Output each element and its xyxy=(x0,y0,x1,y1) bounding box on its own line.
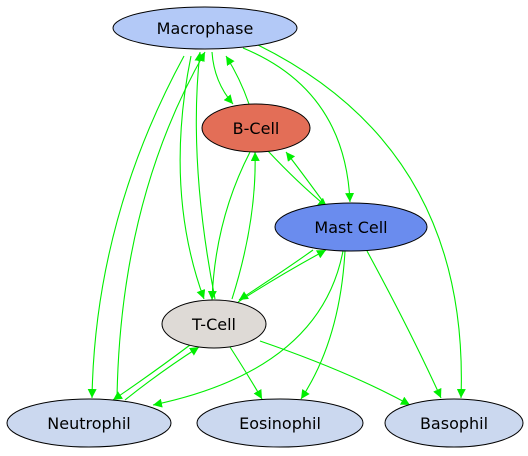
node-eosinophil-shape xyxy=(196,398,364,448)
node-basophil-label: Basophil xyxy=(420,414,488,433)
edge-mastcell-to-bcell xyxy=(285,151,328,208)
edge-neutrophil-to-tcell xyxy=(124,346,200,401)
node-eosinophil-label: Eosinophil xyxy=(239,414,321,433)
edge-tcell-to-mastcell xyxy=(237,249,327,303)
edge-macrophase-to-basophil xyxy=(257,44,466,399)
node-bcell: B-Cell xyxy=(201,103,311,153)
edge-tcell-to-macrophase xyxy=(194,51,216,300)
node-bcell-shape xyxy=(201,103,311,153)
node-basophil-shape xyxy=(384,398,524,448)
edge-mastcell-to-eosinophil xyxy=(300,250,346,400)
edge-neutrophil-to-macrophase xyxy=(116,51,206,400)
node-neutrophil: Neutrophil xyxy=(6,398,172,448)
edge-tcell-to-bcell xyxy=(231,151,260,300)
edge-bcell-to-macrophase xyxy=(225,55,250,105)
node-macrophase: Macrophase xyxy=(112,6,298,50)
node-mastcell-shape xyxy=(274,202,428,252)
edges-layer xyxy=(87,44,466,408)
node-tcell-label: T-Cell xyxy=(191,315,236,334)
node-neutrophil-shape xyxy=(6,398,172,448)
edge-macrophase-to-mastcell xyxy=(242,47,355,203)
edge-mastcell-to-tcell xyxy=(238,249,314,301)
edge-bcell-to-tcell xyxy=(207,151,251,301)
node-mastcell-label: Mast Cell xyxy=(314,218,387,237)
edge-bcell-to-mastcell xyxy=(267,150,328,208)
node-tcell-shape xyxy=(161,299,267,349)
edge-tcell-to-neutrophil xyxy=(112,344,191,401)
edge-tcell-to-eosinophil xyxy=(229,346,263,400)
node-basophil: Basophil xyxy=(384,398,524,448)
edge-tcell-to-basophil xyxy=(259,340,411,406)
edge-macrophase-to-bcell xyxy=(211,51,234,105)
node-macrophase-label: Macrophase xyxy=(157,19,254,38)
edge-macrophase-to-neutrophil xyxy=(87,55,185,399)
node-tcell: T-Cell xyxy=(161,299,267,349)
node-macrophase-shape xyxy=(112,6,298,50)
node-neutrophil-label: Neutrophil xyxy=(47,414,130,433)
node-eosinophil: Eosinophil xyxy=(196,398,364,448)
edge-mastcell-to-basophil xyxy=(366,250,442,399)
node-mastcell: Mast Cell xyxy=(274,202,428,252)
node-bcell-label: B-Cell xyxy=(233,119,280,138)
